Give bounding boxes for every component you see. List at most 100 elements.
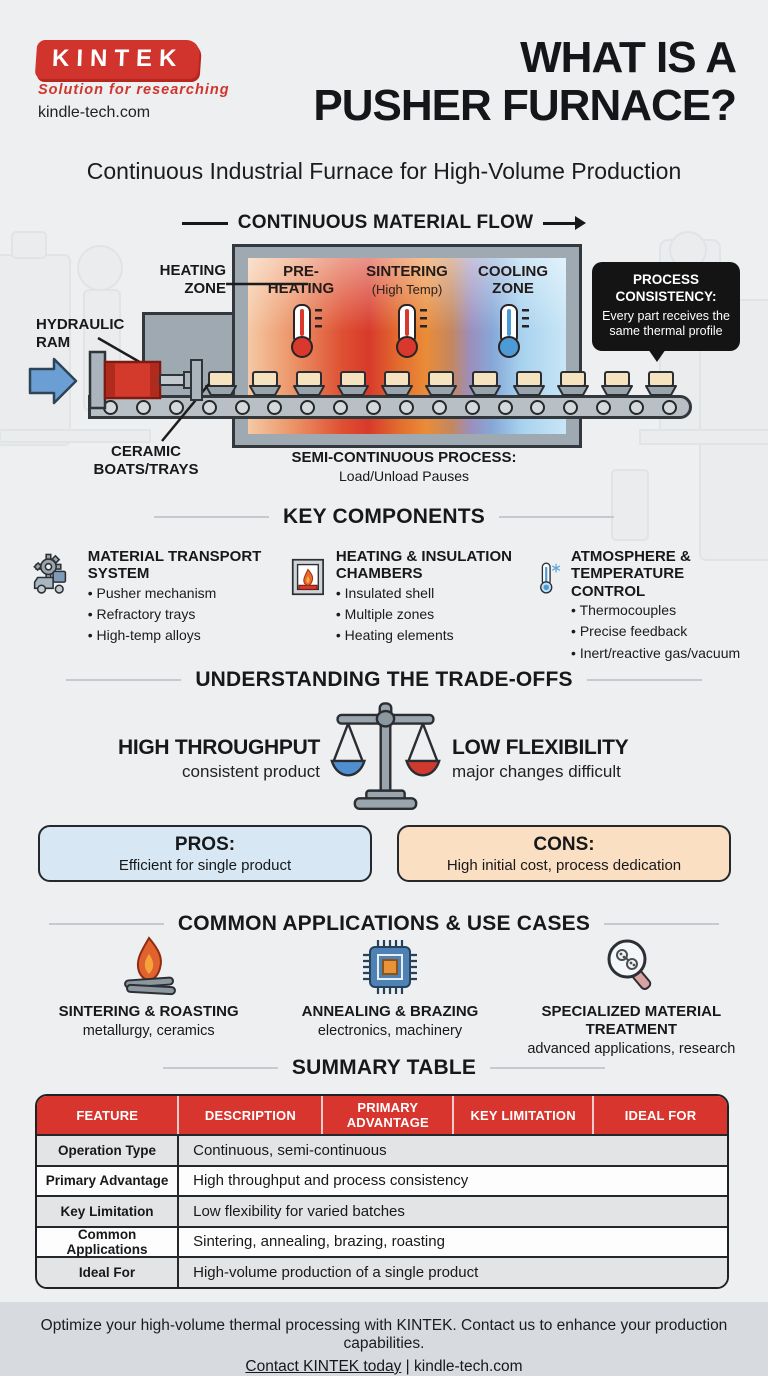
conveyor-roller [135, 399, 151, 415]
conveyor-roller [201, 399, 217, 415]
flow-dash-line [181, 221, 228, 225]
zone-cooling: COOLING ZONE [478, 263, 548, 297]
conveyor-roller [629, 399, 644, 415]
tradeoff-right: LOW FLEXIBILITY major changes difficult [452, 736, 629, 781]
column-header: FEATURE [76, 1107, 139, 1123]
column-header: DESCRIPTION [177, 1096, 321, 1134]
application-annealing-brazing: ANNEALING & BRAZING electronics, machine… [269, 934, 510, 1057]
ceramic-boat-icon [469, 371, 501, 396]
conveyor-roller [366, 399, 381, 415]
gear-truck-icon [33, 553, 67, 594]
ceramic-boat-icon [645, 371, 677, 396]
table-row: Ideal For High-volume production of a si… [37, 1256, 727, 1287]
balance-scale-icon [330, 702, 441, 811]
thermometer-icon-hot [291, 304, 322, 358]
thermometer-snowflake-icon [540, 562, 561, 594]
column-header: PRIMARY ADVANTAGE [321, 1096, 452, 1134]
conveyor-roller [563, 399, 579, 415]
contact-link[interactable]: Contact KINTEK today [245, 1358, 402, 1375]
tradeoffs-heading: UNDERSTANDING THE TRADE-OFFS [0, 668, 768, 692]
bullet: Insulated shell [336, 583, 520, 604]
ceramic-boat-icon [337, 371, 369, 396]
column-header: IDEAL FOR [592, 1096, 727, 1134]
conveyor-roller [300, 399, 316, 415]
process-consistency-callout: PROCESS CONSISTENCY: Every part receives… [592, 262, 740, 362]
ceramic-boat-icon [557, 371, 589, 396]
conveyor-roller [661, 399, 677, 415]
conveyor-roller [464, 399, 480, 415]
heating-zone-label: HEATING ZONE [159, 262, 226, 297]
footer-links: Contact KINTEK today | kindle-tech.com [0, 1358, 768, 1376]
applications-heading: COMMON APPLICATIONS & USE CASES [0, 912, 768, 936]
conveyor-rollers [88, 395, 692, 419]
material-flow-label: CONTINUOUS MATERIAL FLOW [0, 212, 768, 234]
header-site-url: kindle-tech.com [38, 104, 151, 121]
summary-table-header: FEATURE DESCRIPTION PRIMARY ADVANTAGE KE… [37, 1096, 727, 1134]
conveyor-roller [497, 399, 513, 415]
application-sintering-roasting: SINTERING & ROASTING metallurgy, ceramic… [28, 934, 269, 1057]
hydraulic-ram-label: HYDRAULIC RAM [36, 316, 125, 351]
footer-separator: | [405, 1358, 410, 1375]
conveyor-roller [596, 399, 612, 415]
conveyor-roller [234, 399, 250, 415]
microchip-icon [362, 940, 417, 994]
conveyor-roller [333, 399, 349, 415]
hydraulic-ram-icon [28, 350, 203, 410]
furnace-zone-labels: PRE-HEATING SINTERING (High Temp) COOLIN… [248, 263, 566, 299]
ceramic-boat-icon [601, 371, 633, 396]
thermometer-icon-cold [498, 304, 529, 358]
page-title-line2: PUSHER FURNACE? [313, 80, 737, 130]
application-specialized-treatment: SPECIALIZED MATERIAL TREATMENT advanced … [511, 934, 752, 1057]
callout-tail [648, 349, 666, 362]
callout-title: PROCESS CONSISTENCY: [615, 272, 717, 304]
flow-arrow-icon [543, 216, 587, 230]
kintek-logo: KINTEK [34, 40, 201, 79]
footer-band: Optimize your high-volume thermal proces… [0, 1302, 768, 1376]
bullet: Heating elements [336, 625, 520, 646]
ceramic-boat-icon [205, 371, 237, 396]
conveyor-roller [398, 399, 414, 415]
column-header: KEY LIMITATION [452, 1096, 592, 1134]
component-material-transport: MATERIAL TRANSPORT SYSTEM Pusher mechani… [30, 548, 272, 664]
bullet: Multiple zones [336, 604, 520, 625]
table-row: Common Applications Sintering, annealing… [37, 1225, 727, 1257]
key-components-row: MATERIAL TRANSPORT SYSTEM Pusher mechani… [30, 548, 744, 664]
table-row: Key Limitation Low flexibility for varie… [37, 1195, 727, 1226]
bullet: Refractory trays [88, 604, 272, 625]
logo-tagline: Solution for researching [38, 82, 230, 98]
summary-heading: SUMMARY TABLE [0, 1056, 768, 1080]
conveyor-roller [530, 399, 546, 415]
campfire-icon [123, 936, 176, 996]
page-subtitle: Continuous Industrial Furnace for High-V… [86, 158, 682, 184]
zone-sintering: SINTERING (High Temp) [366, 263, 448, 297]
table-row: Primary Advantage High throughput and pr… [37, 1164, 727, 1195]
table-row: Operation Type Continuous, semi-continuo… [37, 1134, 727, 1165]
furnace-flame-icon [291, 558, 324, 596]
ceramic-boat-icon [249, 371, 281, 396]
bullet: Inert/reactive gas/vacuum [571, 643, 744, 664]
footer-message: Optimize your high-volume thermal proces… [40, 1317, 728, 1352]
bullet: High-temp alloys [88, 625, 272, 646]
bullet: Pusher mechanism [88, 583, 272, 604]
pros-box: PROS: Efficient for single product [38, 825, 372, 882]
conveyor-roller [431, 399, 447, 415]
footer-site-url: kindle-tech.com [414, 1358, 523, 1375]
tradeoff-left: HIGH THROUGHPUT consistent product [118, 736, 320, 781]
applications-row: SINTERING & ROASTING metallurgy, ceramic… [28, 934, 752, 1057]
ceramic-boat-icon [425, 371, 457, 396]
diagram-caption: SEMI-CONTINUOUS PROCESS: Load/Unload Pau… [291, 449, 517, 484]
cons-box: CONS: High initial cost, process dedicat… [397, 825, 731, 882]
ceramic-boat-icon [513, 371, 545, 396]
component-heating-chambers: HEATING & INSULATION CHAMBERS Insulated … [290, 548, 520, 664]
page-title: WHAT IS A PUSHER FURNACE? [313, 33, 737, 130]
boats-row [204, 369, 678, 397]
ceramic-boat-icon [381, 371, 413, 396]
bullet: Precise feedback [571, 621, 744, 642]
magnifier-molecules-icon [607, 939, 652, 991]
flow-label-text: CONTINUOUS MATERIAL FLOW [237, 212, 534, 233]
page-title-line1: WHAT IS A [520, 33, 737, 82]
conveyor-roller [168, 399, 184, 415]
summary-table: FEATURE DESCRIPTION PRIMARY ADVANTAGE KE… [35, 1094, 729, 1289]
callout-body: Every part receives the same thermal pro… [602, 308, 730, 339]
